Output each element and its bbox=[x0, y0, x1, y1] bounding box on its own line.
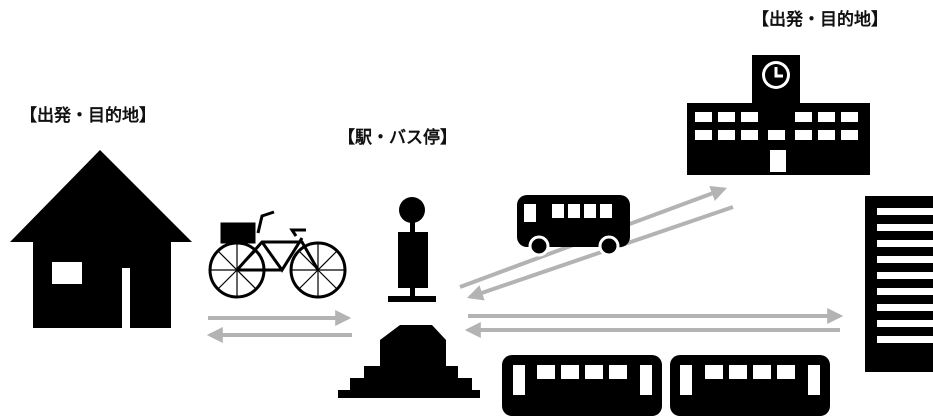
bicycle-icon bbox=[208, 210, 347, 299]
train-icon bbox=[502, 355, 830, 416]
school-icon bbox=[687, 55, 870, 175]
bus-stop-icon bbox=[388, 197, 436, 302]
label-origin-destination-right: 【出発・目的地】 bbox=[752, 10, 888, 30]
building-icon bbox=[865, 196, 933, 372]
station-icon bbox=[338, 325, 480, 398]
bus-icon bbox=[517, 195, 630, 257]
label-station-bus-stop: 【駅・バス停】 bbox=[338, 128, 457, 148]
label-origin-destination-left: 【出発・目的地】 bbox=[20, 106, 156, 126]
house-icon bbox=[10, 150, 192, 330]
